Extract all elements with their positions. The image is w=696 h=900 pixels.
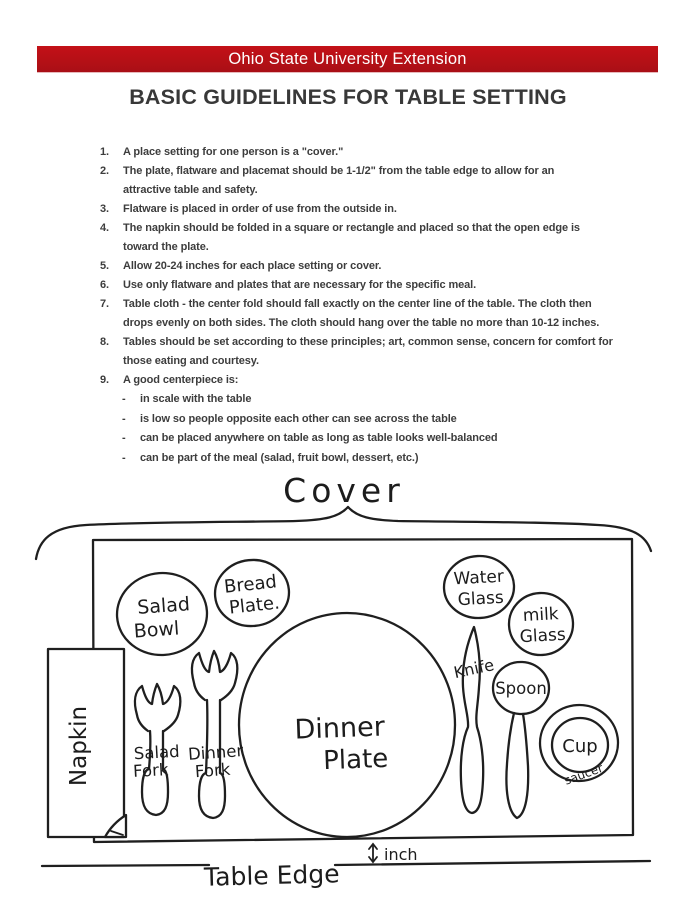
one-inch-arrow: [368, 842, 378, 864]
item-text: A place setting for one person is a "cov…: [123, 146, 344, 158]
sub-item-text: can be part of the meal (salad, fruit bo…: [140, 451, 419, 464]
salad-fork-label: Salad: [133, 742, 180, 763]
water-glass-label: Glass: [457, 588, 504, 610]
item-number: 1.: [100, 146, 109, 158]
guideline-item: 4. The napkin should be folded in a squa…: [100, 219, 660, 257]
napkin-shape: [46, 647, 126, 839]
cover-brace: [34, 505, 653, 561]
saucer-circle: [538, 703, 620, 783]
item-text: Flatware is placed in order of use from …: [123, 203, 397, 215]
dash: -: [122, 412, 126, 425]
dinner-fork-label: Dinner: [187, 741, 244, 764]
item-number: 5.: [100, 260, 109, 272]
guideline-item: 8. Tables should be set according to the…: [100, 333, 660, 371]
table-edge-line-left: [40, 863, 211, 868]
item-text: toward the plate.: [123, 241, 209, 253]
sub-item-text: in scale with the table: [140, 393, 252, 405]
item-number: 7.: [100, 298, 109, 310]
bread-plate-label: Plate.: [228, 592, 281, 618]
dash: -: [122, 451, 126, 464]
dinner-fork-label: Fork: [194, 760, 231, 781]
guideline-item: 6. Use only flatware and plates that are…: [100, 276, 660, 295]
milk-glass-label: milk: [522, 604, 559, 626]
water-glass-circle: [442, 554, 516, 620]
item-number: 8.: [100, 336, 109, 348]
page-title: BASIC GUIDELINES FOR TABLE SETTING: [129, 85, 567, 109]
napkin-fold: [103, 813, 128, 839]
knife-label: Knife: [452, 655, 496, 682]
dinner-fork-shape: [190, 649, 239, 820]
saucer-label: saucer: [562, 761, 605, 788]
spoon-label: Spoon: [495, 679, 547, 698]
guideline-item: 7. Table cloth - the center fold should …: [100, 295, 660, 333]
item-number: 3.: [100, 203, 109, 215]
item-number: 2.: [100, 165, 109, 177]
table-edge-label: Table Edge: [203, 859, 340, 892]
inch-label: inch: [384, 845, 418, 864]
dinner-plate-circle: [237, 611, 457, 839]
sub-item: - can be part of the meal (salad, fruit …: [122, 449, 660, 469]
dinner-plate-label: Plate: [323, 744, 389, 776]
dinner-plate-label: Dinner: [294, 711, 386, 745]
sub-item: - can be placed anywhere on table as lon…: [122, 429, 660, 449]
guideline-item: 9. A good centerpiece is:: [100, 371, 660, 390]
item-text: Use only flatware and plates that are ne…: [123, 279, 477, 291]
guideline-item: 3. Flatware is placed in order of use fr…: [100, 200, 660, 219]
dash: -: [122, 393, 126, 405]
milk-glass-circle: [507, 591, 575, 657]
napkin-label: Napkin: [66, 706, 92, 786]
cup-label: Cup: [562, 736, 597, 757]
knife-shape: [459, 625, 485, 815]
guideline-item: 5. Allow 20-24 inches for each place set…: [100, 257, 660, 276]
sub-item-text: can be placed anywhere on table as long …: [140, 432, 498, 444]
sub-item: - in scale with the table: [122, 390, 660, 410]
item-text: Table cloth - the center fold should fal…: [123, 298, 592, 310]
guideline-item: 2. The plate, flatware and placemat shou…: [100, 162, 660, 200]
item-text: drops evenly on both sides. The cloth sh…: [123, 317, 600, 329]
item-text: The napkin should be folded in a square …: [123, 222, 580, 234]
item-number: 9.: [100, 374, 109, 386]
university-banner: Ohio State University Extension: [37, 46, 658, 73]
napkin-fold-crease: [110, 830, 124, 836]
spoon-shape: [491, 660, 551, 820]
guidelines-list: 1. A place setting for one person is a "…: [100, 143, 660, 468]
item-text: Tables should be set according to these …: [123, 336, 613, 348]
item-number: 4.: [100, 222, 109, 234]
item-text: those eating and courtesy.: [123, 355, 259, 367]
salad-bowl-label: Salad: [137, 593, 191, 619]
dash: -: [122, 432, 126, 444]
salad-bowl-label: Bowl: [133, 617, 180, 642]
bread-plate-circle: [213, 558, 291, 628]
item-text: A good centerpiece is:: [123, 374, 239, 386]
sub-item-text: is low so people opposite each other can…: [140, 412, 457, 425]
water-glass-label: Water: [453, 567, 504, 590]
milk-glass-label: Glass: [519, 625, 566, 647]
cover-label: Cover: [283, 471, 405, 510]
placemat-outline: [91, 537, 635, 844]
centerpiece-sublist: - in scale with the table - is low so pe…: [122, 390, 660, 468]
salad-fork-label: Fork: [133, 760, 170, 781]
guideline-item: 1. A place setting for one person is a "…: [100, 143, 660, 162]
item-number: 6.: [100, 279, 109, 291]
sub-item: - is low so people opposite each other c…: [122, 410, 660, 430]
salad-bowl-circle: [115, 571, 209, 657]
item-text: Allow 20-24 inches for each place settin…: [123, 260, 382, 272]
item-text: The plate, flatware and placemat should …: [123, 165, 555, 177]
salad-fork-shape: [133, 682, 182, 817]
table-edge-line-right: [333, 859, 652, 867]
item-text: attractive table and safety.: [123, 184, 258, 196]
cup-circle: [550, 716, 610, 774]
table-setting-diagram: Cover Dinner Plate Salad Bowl Bread Plat…: [34, 471, 653, 892]
